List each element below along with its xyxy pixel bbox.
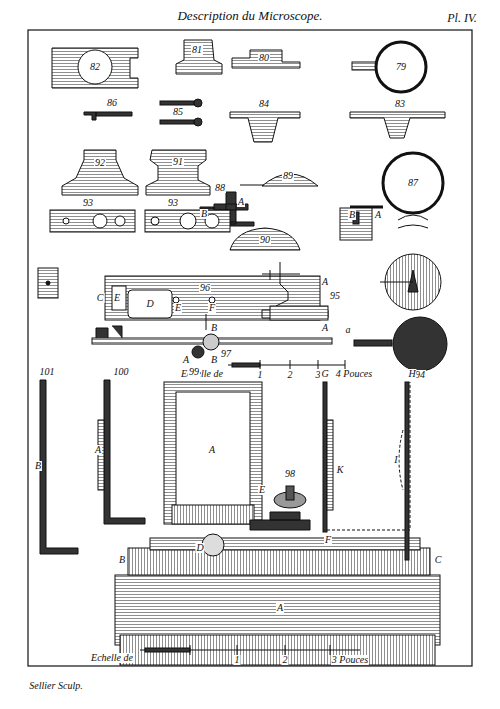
callout-label: 100 [113,367,130,377]
callout-label: B [118,555,126,565]
callout-label: Sellier Sculp. [28,681,83,691]
callout-label: 86 [106,98,118,108]
callout-label: C [96,293,105,303]
callout-label: 87 [407,178,419,188]
callout-label: A [276,603,284,613]
callout-label: B [210,355,218,365]
callout-label: 99 [188,367,200,377]
callout-label: 1 [234,655,241,665]
callout-label: 85 [172,107,184,117]
callout-label: 98 [284,469,296,479]
callout-label: 88 [214,183,226,193]
callout-label: 84 [258,99,270,109]
callout-label: B [348,210,356,220]
callout-label: 93 [167,198,179,208]
callout-label: a [345,325,352,335]
callout-label: 2 [287,370,294,380]
callout-label: D [195,543,204,553]
callout-label: 79 [395,62,407,72]
callout-label: 3 Pouces [331,655,369,665]
callout-label: A [321,277,329,287]
callout-label: 2 [282,655,289,665]
callout-label: A [94,445,102,455]
callout-label: 91 [172,157,184,167]
callout-label: A [208,445,216,455]
callout-label: F [324,535,332,545]
callout-label: A [374,210,382,220]
callout-label: B [34,461,42,471]
callout-label: C [434,555,443,565]
callout-label: 92 [94,158,106,168]
callout-label: A [321,323,329,333]
callout-label: 1 [257,370,264,380]
callout-label: 96 [199,283,211,293]
callout-label: I [393,455,398,465]
callout-label: 89 [282,171,294,181]
callout-label: Pl. IV. [446,12,477,24]
callout-label: 101 [39,367,56,377]
plate-title: Description du Microscope. [175,8,324,24]
callout-label: B [200,209,208,219]
callout-label: B [210,323,218,333]
callout-label: 80 [258,53,270,63]
callout-label: A [182,355,190,365]
callout-label: 95 [329,291,341,301]
callout-label: E [113,293,121,303]
callout-label: E [174,303,182,313]
callout-label: E [258,485,266,495]
callout-label: G [320,369,329,379]
callout-label: 83 [394,99,406,109]
callout-label: K [336,465,345,475]
callout-label: 82 [89,62,101,72]
callout-label: D [145,299,154,309]
callout-label: 81 [191,45,203,55]
callout-label: 4 Pouces [335,369,373,379]
callout-label: A [237,197,245,207]
callout-label: Echelle de [90,653,134,663]
callout-label: 93 [82,198,94,208]
callout-label: Echelle de [180,369,224,379]
callout-label: 90 [259,235,271,245]
callout-label: F [208,303,216,313]
callout-label: H [407,369,416,379]
callout-label: 97 [220,349,232,359]
